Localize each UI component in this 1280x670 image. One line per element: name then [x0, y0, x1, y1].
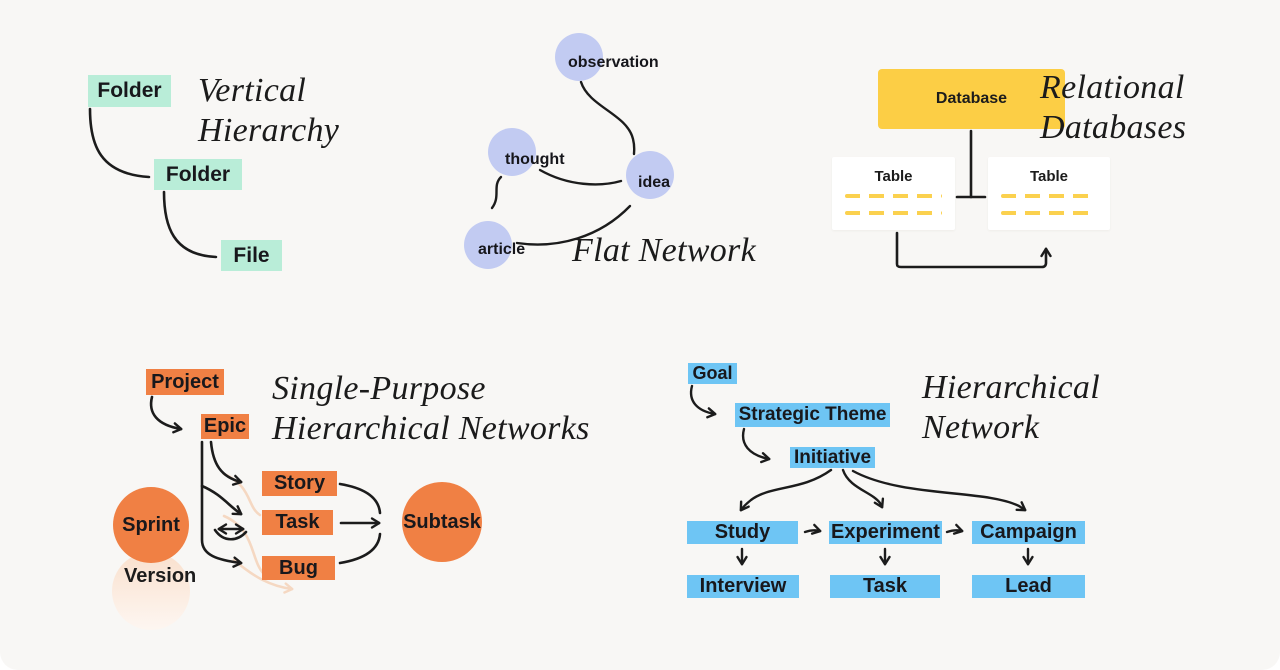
node-idea-circle — [626, 151, 674, 199]
edge-observation-idea — [579, 80, 636, 156]
node-epic: Epic — [201, 414, 249, 439]
node-table-left-label: Table — [874, 168, 913, 185]
node-table-right-label: Table — [1029, 168, 1069, 185]
node-lead: Lead — [972, 575, 1085, 598]
edge-strategic-initiative — [741, 427, 771, 464]
node-folder-2: Folder — [154, 159, 242, 190]
edge-folder1-folder2 — [88, 107, 151, 179]
table-right-dash-row-1 — [1001, 194, 1097, 198]
node-campaign: Campaign — [972, 521, 1085, 544]
title-single-purpose-line1: Single-Purpose — [272, 370, 486, 407]
table-left-dash-row-2 — [845, 211, 942, 215]
ghost-curve-1 — [222, 472, 262, 517]
edge-table-table-arrow — [895, 231, 1052, 269]
node-sprint: Sprint — [113, 487, 189, 563]
edge-initiative-campaign — [851, 469, 1027, 512]
edge-epic-story — [209, 440, 243, 486]
title-relational-databases-line2: Databases — [1040, 109, 1187, 146]
node-story: Story — [262, 471, 337, 496]
edge-article-idea — [515, 204, 632, 246]
node-article-circle — [464, 221, 512, 269]
title-hierarchical-network: Hierarchical Network — [922, 368, 1100, 448]
node-observation-label: observation — [568, 54, 659, 71]
node-interview: Interview — [687, 575, 799, 598]
edge-experiment-campaign — [945, 523, 964, 535]
node-article-label: article — [478, 241, 526, 258]
title-flat-network-line1: Flat Network — [572, 232, 756, 269]
node-thought-label: thought — [505, 151, 565, 168]
node-study: Study — [687, 521, 798, 544]
node-project: Project — [146, 369, 224, 395]
edge-task-undercurl — [213, 528, 248, 541]
node-subtask: Subtask — [402, 482, 482, 562]
edge-story-join — [338, 482, 382, 515]
edge-initiative-experiment — [841, 468, 885, 509]
ghost-curve-2 — [222, 514, 266, 576]
node-thought-circle — [488, 128, 536, 176]
edge-epic-bug — [200, 440, 243, 568]
node-bug: Bug — [262, 556, 335, 580]
node-version-label: Version — [124, 565, 197, 587]
table-left-dash-row-1 — [845, 194, 942, 198]
edge-thought-article — [490, 175, 503, 210]
node-goal: Goal — [688, 363, 737, 384]
edge-project-epic — [149, 395, 183, 434]
title-hierarchical-network-line1: Hierarchical — [922, 369, 1100, 406]
edge-bug-join — [338, 532, 382, 565]
node-strategic-theme: Strategic Theme — [735, 403, 890, 427]
node-experiment: Experiment — [829, 521, 942, 544]
node-table-right: Table — [988, 157, 1110, 230]
node-version-circle — [112, 552, 190, 630]
title-single-purpose-line2: Hierarchical Networks — [272, 410, 590, 447]
node-task: Task — [262, 510, 333, 535]
title-vertical-hierarchy-line1: Vertical — [198, 72, 307, 109]
node-initiative: Initiative — [790, 447, 875, 468]
edge-epic-task — [200, 484, 243, 516]
node-idea-label: idea — [638, 174, 671, 191]
title-single-purpose: Single-Purpose Hierarchical Networks — [272, 369, 590, 449]
edge-initiative-study — [739, 468, 833, 512]
title-vertical-hierarchy-line2: Hierarchy — [198, 112, 340, 149]
node-database: Database — [878, 69, 1065, 129]
node-file: File — [221, 240, 282, 271]
title-relational-databases-line1: Relational — [1040, 69, 1185, 106]
node-task-blue: Task — [830, 575, 940, 598]
node-table-left: Table — [832, 157, 955, 230]
node-folder-1: Folder — [88, 75, 171, 107]
title-hierarchical-network-line2: Network — [922, 409, 1040, 446]
title-flat-network: Flat Network — [572, 231, 756, 271]
edge-folder2-file — [162, 190, 218, 259]
table-right-dash-row-2 — [1001, 211, 1097, 215]
edge-study-experiment — [803, 523, 822, 535]
title-relational-databases: Relational Databases — [1040, 68, 1186, 148]
title-vertical-hierarchy: Vertical Hierarchy — [198, 71, 339, 151]
edge-thought-idea — [538, 168, 623, 186]
edge-goal-strategic — [689, 384, 717, 419]
node-observation-circle — [555, 33, 603, 81]
